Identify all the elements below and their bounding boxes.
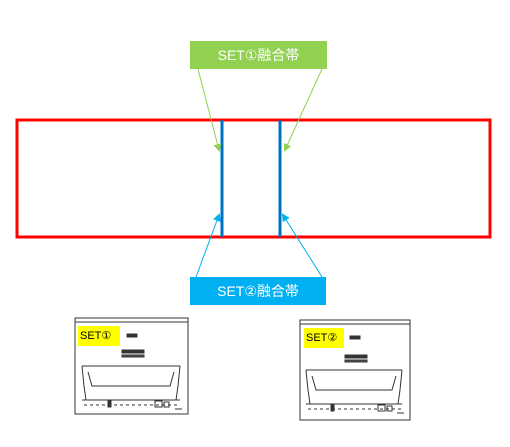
set1-arrow-left (197, 68, 222, 152)
set2-arrow-right (281, 213, 323, 278)
set1-arrow-right (283, 68, 323, 152)
set2-blend-band-label: SET②融合帯 (217, 283, 299, 299)
set1-blend-band-label: SET①融合帯 (217, 47, 300, 63)
projector-set2-drawing (299, 319, 411, 421)
set1-tag: SET① (78, 326, 120, 346)
projector-set1-drawing (74, 317, 189, 415)
set1-callout-box (190, 41, 327, 69)
set2-callout-box (190, 277, 326, 305)
screen-frame (15, 118, 492, 239)
set2-arrow-left (195, 213, 221, 278)
set2-tag: SET② (304, 328, 344, 348)
